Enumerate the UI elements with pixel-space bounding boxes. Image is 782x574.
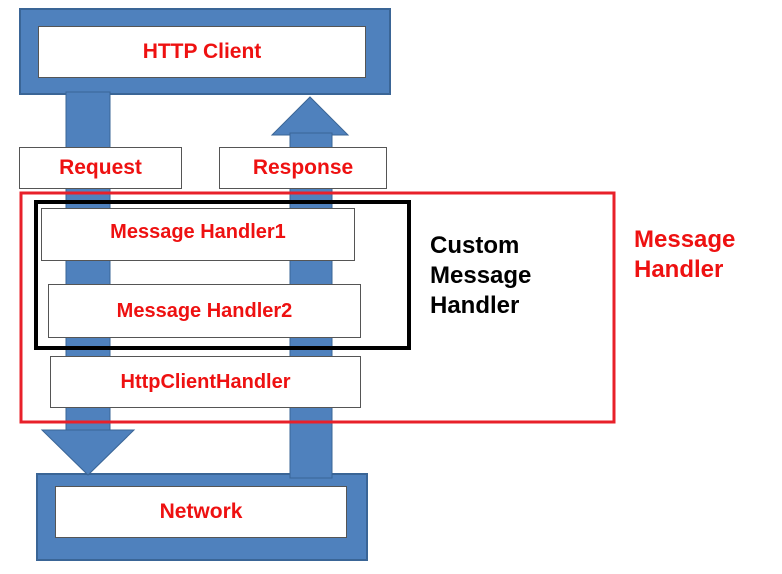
- message-handler-group-border: [19, 191, 616, 424]
- http-client-handler-box: HttpClientHandler: [50, 356, 361, 408]
- request-arrow-head: [40, 429, 136, 476]
- custom-label-line2: Message: [430, 262, 532, 289]
- message-label-line1: Message: [634, 226, 736, 253]
- custom-message-handler-group-border: [34, 200, 411, 350]
- network-box: Network: [55, 486, 347, 538]
- custom-message-handler-label: Custom Message Handler: [430, 231, 531, 321]
- custom-label-line3: Handler: [430, 292, 520, 319]
- request-label: Request: [19, 147, 182, 189]
- http-client-box: HTTP Client: [38, 26, 366, 78]
- response-label: Response: [219, 147, 387, 189]
- message-label-line2: Handler: [634, 256, 724, 283]
- response-arrow-head: [270, 96, 350, 136]
- message-handler-label: Message Handler: [634, 225, 735, 285]
- message-handler2-box: Message Handler2: [48, 284, 361, 338]
- custom-label-line1: Custom: [430, 232, 520, 259]
- message-handler1-box: Message Handler1: [41, 208, 355, 261]
